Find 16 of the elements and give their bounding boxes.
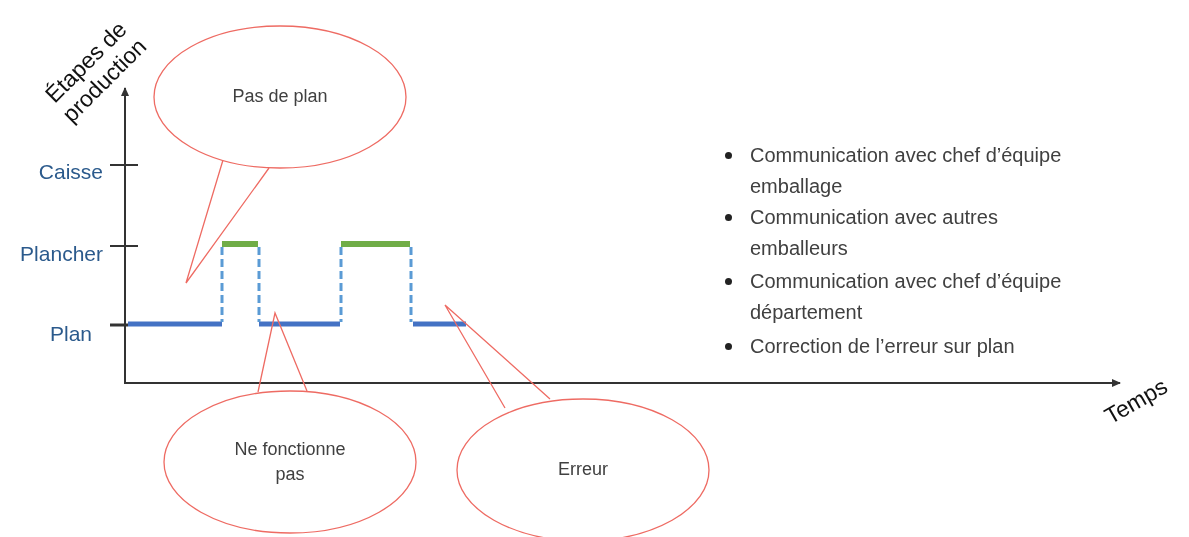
bullet-item: Communication avec chef d’équipe emballage — [720, 140, 1100, 202]
tick-label: Plancher — [19, 242, 103, 266]
bubble-text: Pas de plan — [232, 85, 328, 109]
tick-label: Plan — [48, 322, 92, 346]
callout-tail — [185, 159, 270, 284]
bubble-text: Erreur — [558, 458, 608, 482]
speech-bubble — [456, 398, 710, 537]
callout-tail — [257, 310, 308, 393]
bullet-item: Correction de l’erreur sur plan — [720, 331, 1100, 362]
bubble-text: Ne fonctionne pas — [233, 437, 347, 486]
speech-bubble — [163, 390, 417, 534]
tick-label: Caisse — [37, 160, 103, 184]
callout-tail — [444, 304, 551, 409]
bullet-item: Communication avec autres emballeurs — [720, 202, 1100, 264]
speech-bubble — [153, 25, 407, 169]
bullet-item: Communication avec chef d’équipe département — [720, 266, 1100, 328]
